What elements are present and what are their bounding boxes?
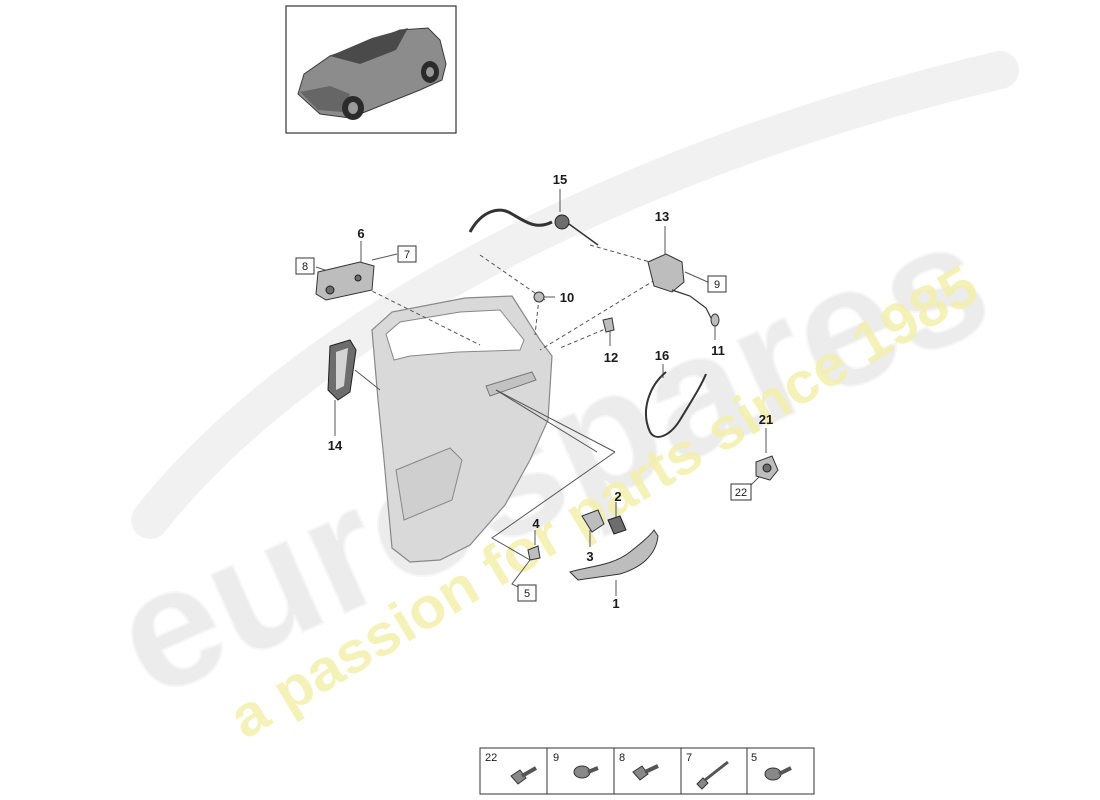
callout-1: 1 xyxy=(612,596,619,611)
part-12-clip xyxy=(602,317,615,333)
callout-21: 21 xyxy=(759,412,773,427)
callout-box-5: 5 xyxy=(517,584,537,602)
callouts: 15 13 6 10 11 12 16 14 21 2 4 3 1 xyxy=(328,172,773,611)
svg-text:5: 5 xyxy=(524,588,530,600)
part-14-seal xyxy=(327,339,357,401)
part-1-handle xyxy=(569,529,659,581)
fastener-cell-2: 9 xyxy=(553,752,599,779)
svg-text:7: 7 xyxy=(686,752,692,764)
svg-text:8: 8 xyxy=(619,752,625,764)
callout-6: 6 xyxy=(357,226,364,241)
callout-10: 10 xyxy=(560,290,574,305)
leader-lines xyxy=(315,189,767,596)
callout-2: 2 xyxy=(614,489,621,504)
part-13-lock xyxy=(647,253,713,321)
svg-text:22: 22 xyxy=(485,752,497,764)
bolt-icon xyxy=(510,766,537,785)
part-21-bracket xyxy=(755,455,779,481)
callout-4: 4 xyxy=(532,516,540,531)
screw-icon xyxy=(573,765,599,779)
part-2-cover xyxy=(607,515,627,535)
svg-text:22: 22 xyxy=(735,487,747,499)
bolt-icon xyxy=(632,764,659,781)
callout-16: 16 xyxy=(655,348,669,363)
callout-box-8: 8 xyxy=(295,257,315,275)
fastener-cell-3: 8 xyxy=(619,752,659,781)
watermark: eurospares a passion for parts since 198… xyxy=(87,51,1019,751)
svg-text:8: 8 xyxy=(302,261,308,273)
suv-illustration xyxy=(297,27,447,120)
part-10-plug xyxy=(533,291,545,303)
part-4-clip xyxy=(527,545,541,561)
callout-13: 13 xyxy=(655,209,669,224)
svg-text:9: 9 xyxy=(714,279,720,291)
fastener-cell-1: 22 xyxy=(485,752,537,785)
part-11-grommet xyxy=(710,313,720,327)
fastener-cell-4: 7 xyxy=(686,752,729,790)
callout-box-22: 22 xyxy=(730,483,752,501)
screw-icon xyxy=(764,766,792,781)
callout-15: 15 xyxy=(553,172,567,187)
svg-text:9: 9 xyxy=(553,752,559,764)
door-shell xyxy=(371,295,553,563)
vehicle-thumbnail xyxy=(285,5,457,134)
callout-box-7: 7 xyxy=(397,245,417,263)
callout-3: 3 xyxy=(586,549,593,564)
part-15-cable xyxy=(468,208,599,246)
part-8-carrier xyxy=(315,261,375,301)
svg-text:5: 5 xyxy=(751,752,757,764)
fastener-table: 22 9 8 7 xyxy=(479,747,815,795)
part-3-gasket xyxy=(581,509,605,533)
svg-text:7: 7 xyxy=(404,249,410,261)
long-bolt-icon xyxy=(696,760,729,790)
part-16-bowden-cable xyxy=(645,371,707,438)
boxed-callouts: 8 7 9 22 5 xyxy=(295,245,752,602)
callout-14: 14 xyxy=(328,438,343,453)
callout-12: 12 xyxy=(604,350,618,365)
callout-box-9: 9 xyxy=(707,275,727,293)
callout-11: 11 xyxy=(711,343,725,358)
fastener-cell-5: 5 xyxy=(751,752,792,781)
